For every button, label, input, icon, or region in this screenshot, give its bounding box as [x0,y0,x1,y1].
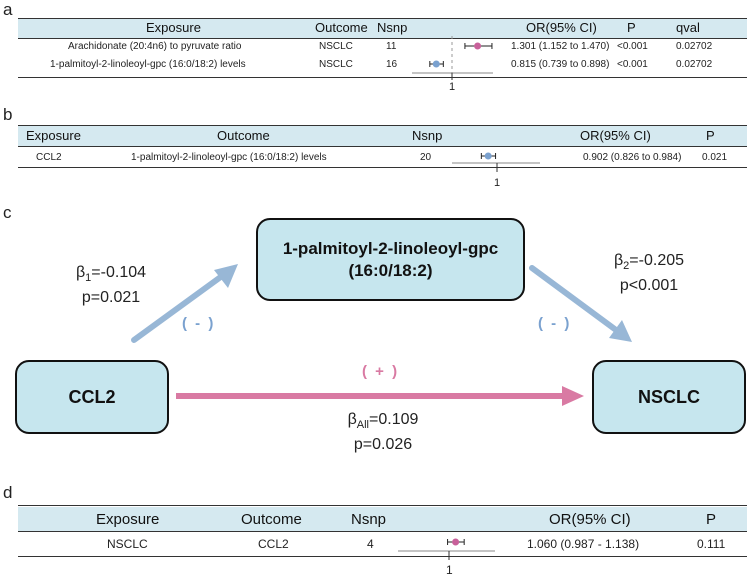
table-b-bottom-rule [18,167,747,168]
table-a-header-qval: qval [676,20,700,35]
beta2-symbol: β [613,252,624,269]
table-d-header-p: P [706,511,717,528]
panel-label-b: b [3,105,13,124]
sign-direct: ( + ) [362,363,400,380]
table-a-r1-nsnp: 11 [386,41,397,52]
table-a-r2-outcome: NSCLC [319,59,353,70]
table-d-r1-nsnp: 4 [367,537,374,551]
table-b-r1-nsnp: 20 [420,152,432,163]
table-a-header-or: OR(95% CI) [526,20,597,35]
arrow-exposure-to-mediator [131,264,238,343]
beta1-value: =-0.104 [91,264,147,281]
panel-label-d: d [3,483,13,502]
table-d-axis-tick: 1 [446,563,453,577]
forest-a-point-2 [432,60,440,68]
table-d-top-rule [18,505,747,506]
table-a-header-p: P [627,20,636,35]
forest-b-point-1 [484,152,492,160]
beta-all-label: βAll=0.109 p=0.026 [318,410,448,455]
table-d-header-or: OR(95% CI) [549,511,631,528]
p1-value: p=0.021 [81,289,141,307]
beta2-label: β2=-0.205 p<0.001 [594,251,704,296]
table-b-header-exposure: Exposure [26,128,81,143]
outcome-box: NSCLC [592,360,746,434]
sign-indirect-right: ( - ) [538,315,572,332]
forest-a-point-1 [474,42,482,50]
table-d-r1-outcome: CCL2 [258,537,289,551]
forest-b [452,152,540,172]
p2-value: p<0.001 [619,277,679,295]
table-a-r1-p: <0.001 [617,41,648,52]
table-d-header-outcome: Outcome [241,511,302,528]
beta-all-sub: All [356,419,370,432]
outcome-name: NSCLC [638,386,700,407]
table-b-header [18,125,747,147]
table-b-axis-tick: 1 [494,177,501,189]
table-a-r2-or: 0.815 (0.739 to 0.898) [511,59,610,70]
table-b-r1-exposure: CCL2 [36,152,62,163]
mediator-name: 1-palmitoyl-2-linoleoyl-gpc [282,238,499,258]
beta2-sub: 2 [623,260,630,273]
beta1-label: β1=-0.104 p=0.021 [56,263,166,308]
table-d-header-exposure: Exposure [96,511,160,528]
table-a-r1-qval: 0.02702 [676,41,713,52]
exposure-name: CCL2 [68,386,116,407]
table-a-axis-tick: 1 [449,81,456,93]
table-a-r2-exposure: 1-palmitoyl-2-linoleoyl-gpc (16:0/18:2) … [50,59,246,70]
forest-d-point-1 [452,538,460,546]
forest-d [398,538,495,560]
table-a-header [18,18,747,39]
sign-indirect-left: ( - ) [182,315,216,332]
table-a-r2-nsnp: 16 [386,59,398,70]
table-a-bottom-rule [18,77,747,78]
beta-all-value: =0.109 [369,411,419,428]
beta1-symbol: β [75,264,86,281]
table-d-header-nsnp: Nsnp [351,511,387,528]
table-d-bottom-rule [18,556,747,557]
table-a-header-exposure: Exposure [146,20,201,35]
forest-a [412,36,493,80]
table-b-header-nsnp: Nsnp [412,128,443,143]
p-all-value: p=0.026 [353,436,413,454]
mediator-box: 1-palmitoyl-2-linoleoyl-gpc (16:0/18:2) [256,218,525,301]
panel-label-c: c [3,203,12,222]
table-b-r1-or: 0.902 (0.826 to 0.984) [583,152,682,163]
beta2-value: =-0.205 [629,252,685,269]
table-a-r1-outcome: NSCLC [319,41,353,52]
arrow-exposure-to-outcome [176,386,584,406]
table-b-r1-outcome: 1-palmitoyl-2-linoleoyl-gpc (16:0/18:2) … [131,152,327,163]
table-d-r1-exposure: NSCLC [107,537,148,551]
beta-all-symbol: β [347,411,357,428]
beta1-sub: 1 [85,272,92,285]
table-d-header [18,507,747,532]
table-d-r1-p: 0.111 [697,537,726,551]
table-b-header-or: OR(95% CI) [580,128,651,143]
panel-label-a: a [3,0,13,19]
table-a-header-outcome: Outcome [315,20,368,35]
table-b-header-outcome: Outcome [217,128,270,143]
exposure-box: CCL2 [15,360,169,434]
table-b-header-p: P [706,128,715,143]
table-a-header-nsnp: Nsnp [377,20,408,35]
table-a-r2-p: <0.001 [617,59,648,70]
mediator-name-line2: (16:0/18:2) [348,260,433,280]
table-a-r1-or: 1.301 (1.152 to 1.470) [511,41,610,52]
table-d-r1-or: 1.060 (0.987 - 1.138) [527,537,640,551]
table-a-r1-exposure: Arachidonate (20:4n6) to pyruvate ratio [68,41,242,52]
table-b-r1-p: 0.021 [702,152,728,163]
table-a-r2-qval: 0.02702 [676,59,713,70]
arrow-mediator-to-outcome [529,265,632,342]
